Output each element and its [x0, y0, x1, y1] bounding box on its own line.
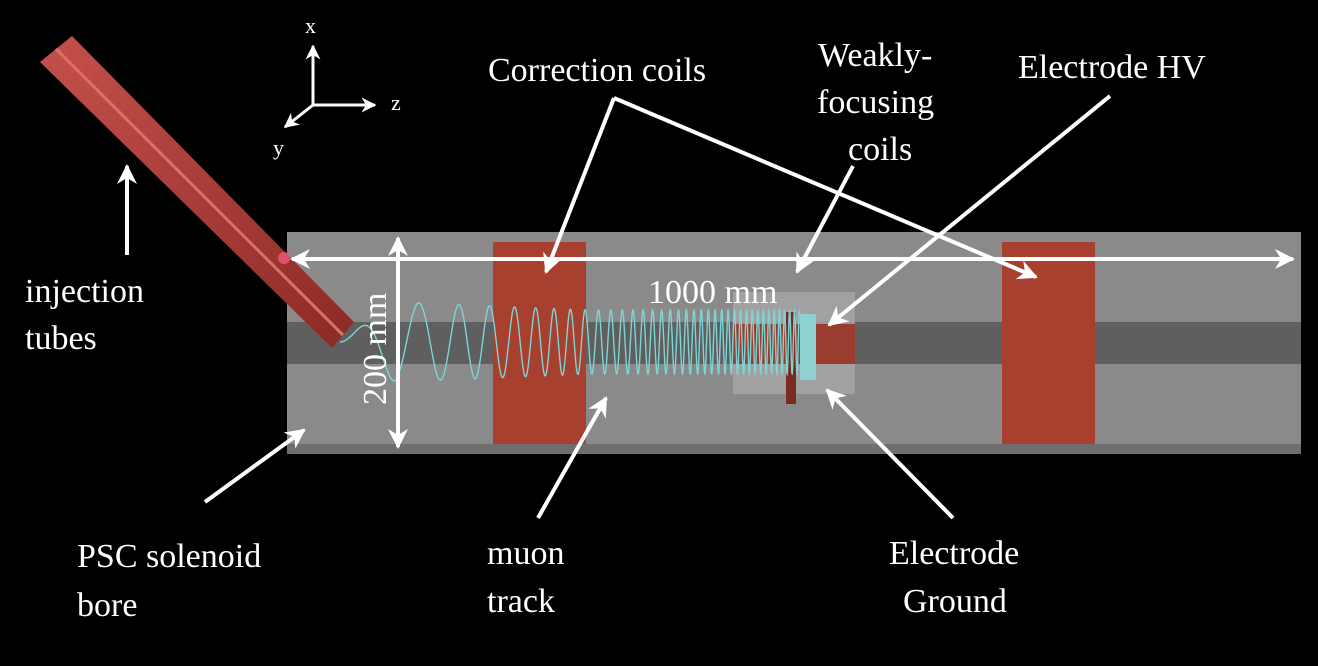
electrode-hv-label: Electrode HV [1018, 49, 1206, 86]
dimension-lines [290, 236, 1295, 449]
correction-coil-right [1002, 242, 1095, 444]
injection-tubes-label-2: tubes [25, 320, 97, 357]
callout-arrows [117, 94, 1112, 520]
muon-track-label-1: muon [487, 535, 564, 572]
muon-track [340, 302, 801, 382]
weakly-focusing-label-2: focusing [817, 84, 934, 121]
correction-coil-left [493, 242, 586, 444]
bore-bottom-edge [287, 444, 1301, 454]
electrode-ground-label-2: Ground [903, 583, 1007, 620]
injection-tubes-label-1: injection [25, 273, 144, 310]
axis-x-label: x [305, 13, 316, 38]
injection-tube [40, 36, 354, 348]
weakly-focusing-label-3: coils [848, 131, 912, 168]
electrode-ground [800, 314, 816, 380]
dimension-z-label: 1000 mm [648, 274, 777, 311]
correction-coils-label: Correction coils [488, 52, 706, 89]
electrode-ground-label-1: Electrode [889, 535, 1019, 572]
psc-bore-label-1: PSC solenoid [77, 538, 261, 575]
axes-triad [283, 44, 377, 129]
weakly-focusing-label-1: Weakly- [818, 37, 932, 74]
muon-track-label-2: track [487, 583, 555, 620]
axis-z-label: z [391, 90, 401, 115]
dimension-x-label: 200 mm [357, 293, 394, 405]
psc-bore-label-2: bore [77, 587, 137, 624]
axis-y-label: y [273, 135, 284, 160]
